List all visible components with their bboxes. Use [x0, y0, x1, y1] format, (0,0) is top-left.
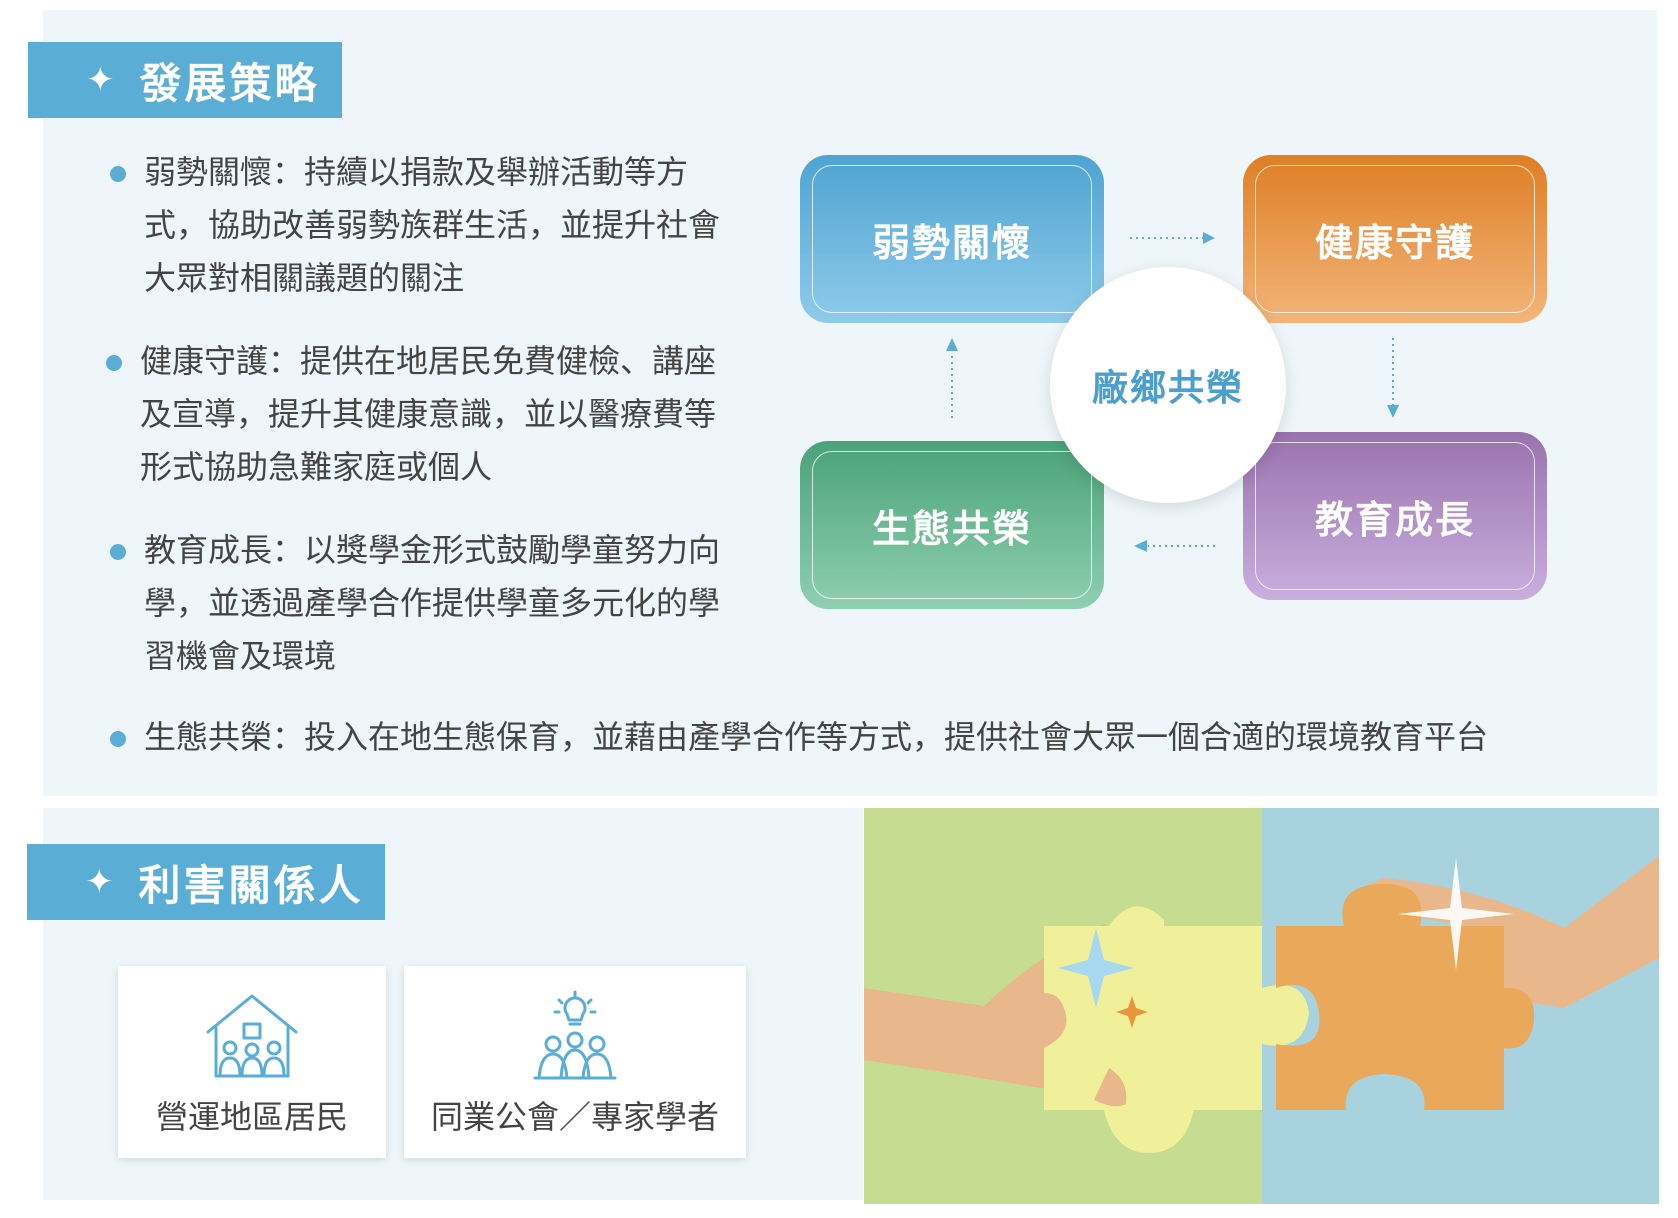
orange-puzzle-piece [1276, 884, 1535, 1110]
stakeholder-title: 利害關係人 [138, 860, 364, 910]
house-community-icon [206, 994, 298, 1078]
bullet-dot [106, 355, 122, 371]
right-hand [1354, 856, 1659, 1028]
diagram-card-education: 教育成長 [1243, 432, 1547, 600]
sparkle-icon [1116, 996, 1148, 1028]
strategy-panel [43, 10, 1657, 796]
sparkle-icon: ✦ [85, 862, 117, 902]
left-thumb [1094, 1068, 1127, 1107]
bullet-dot [110, 544, 126, 560]
bullet-dot [110, 166, 126, 182]
stakeholder-card-experts: 同業公會／專家學者 [404, 966, 746, 1158]
strategy-header: ✦ 發展策略 [28, 42, 342, 118]
bullet-dot [110, 731, 126, 747]
puzzle-hands-illustration [864, 808, 1659, 1204]
stakeholder-label: 同業公會／專家學者 [430, 1098, 719, 1136]
bullet-education: 教育成長：以獎學金形式鼓勵學童努力向學，並透過產學合作提供學童多元化的學習機會及… [110, 524, 729, 683]
strategy-title: 發展策略 [139, 58, 320, 108]
stakeholder-label: 營運地區居民 [155, 1098, 348, 1136]
lightbulb-team-icon [533, 990, 617, 1080]
diagram-center: 廠鄉共榮 [1050, 267, 1286, 503]
bullet-health: 健康守護：提供在地居民免費健檢、講座及宣導，提升其健康意識，並以醫療費等形式協助… [106, 335, 730, 494]
bullet-care: 弱勢關懷：持續以捐款及舉辦活動等方式，協助改善弱勢族群生活，並提升社會大眾對相關… [110, 146, 729, 305]
stakeholder-header: ✦ 利害關係人 [27, 844, 385, 920]
bullet-ecology: 生態共榮：投入在地生態保育，並藉由產學合作等方式，提供社會大眾一個合適的環境教育… [110, 711, 1564, 764]
sparkle-icon [1398, 858, 1514, 970]
stakeholder-card-residents: 營運地區居民 [118, 966, 386, 1158]
diagram-card-health: 健康守護 [1243, 155, 1547, 323]
diagram-card-care: 弱勢關懷 [800, 155, 1104, 323]
sparkle-icon [1058, 928, 1134, 1008]
sparkle-icon: ✦ [86, 60, 118, 100]
diagram-card-ecology: 生態共榮 [800, 441, 1104, 609]
